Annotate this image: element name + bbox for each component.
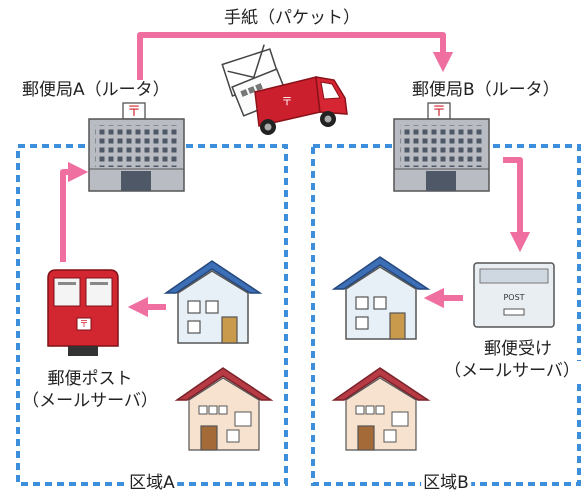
truck-icon: 〒 (254, 76, 348, 135)
area-a-label: 区域A (127, 473, 177, 493)
area-b-label: 区域B (421, 473, 471, 493)
mail-receiver-icon: POST (473, 262, 555, 328)
mailbox-icon: 〒 (47, 269, 119, 356)
mail-receiver-label: 郵便受け (482, 339, 554, 359)
post-office-a-label: 郵便局A（ルータ） (20, 80, 172, 100)
office-b-to-receiver-arrow (503, 157, 531, 253)
packet-arrow (137, 32, 454, 88)
svg-text:〒: 〒 (432, 104, 446, 120)
mailbox-to-office-a-arrow (60, 161, 89, 262)
post-office-b-label: 郵便局B（ルータ） (410, 80, 562, 100)
house-icon (163, 260, 263, 344)
post-office-a-icon: 〒 (88, 102, 185, 192)
house-icon (174, 367, 274, 451)
house-icon (331, 367, 431, 451)
house-icon (331, 256, 431, 340)
post-office-b-icon: 〒 (393, 102, 490, 192)
mailbox-label: 郵便ポスト (45, 369, 135, 389)
packet-label: 手紙（パケット） (222, 8, 362, 28)
mailbox-sublabel: （メールサーバ） (20, 391, 160, 411)
truck-mark: 〒 (282, 95, 293, 108)
mail-receiver-sublabel: （メールサーバ） (442, 361, 582, 381)
svg-text:〒: 〒 (79, 320, 88, 330)
svg-text:〒: 〒 (127, 104, 141, 120)
post-plate-text: POST (503, 293, 524, 302)
